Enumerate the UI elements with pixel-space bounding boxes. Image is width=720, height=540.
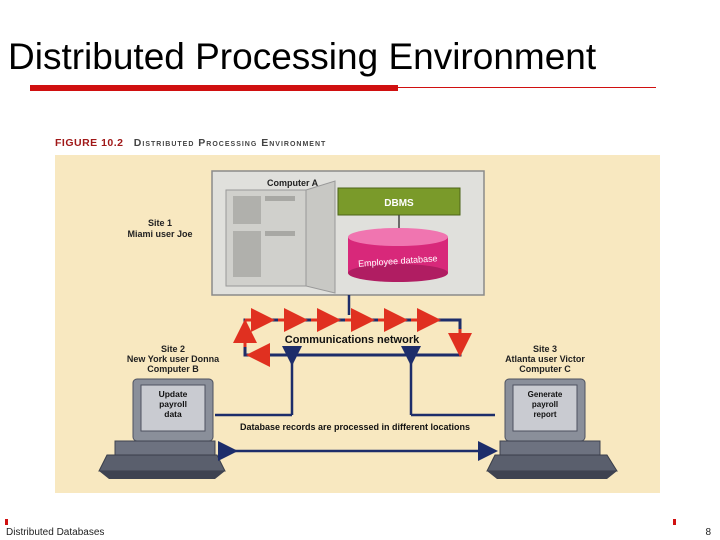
- title-underline-line: [398, 87, 656, 88]
- site3-label: Site 3: [533, 344, 557, 354]
- dbms-block: DBMS: [337, 187, 461, 216]
- figure-caption: Distributed Processing Environment: [133, 137, 327, 149]
- site1-label: Site 1: [148, 218, 172, 228]
- screen-c-line1: Generate: [528, 390, 563, 399]
- footer-title: Distributed Databases: [6, 527, 105, 538]
- screen-b-line1: Update: [159, 389, 188, 399]
- footer-mark-left: [5, 519, 8, 525]
- distributed-diagram: Computer A DBMS Employee database Site 1…: [98, 170, 618, 479]
- network-label: Communications network: [285, 334, 420, 346]
- screen-c-line3: report: [533, 410, 556, 419]
- communications-network: Communications network: [233, 308, 472, 367]
- screen-b-line3: data: [164, 409, 182, 419]
- site2-label: Site 2: [161, 344, 185, 354]
- computer-b-workstation: [98, 378, 226, 479]
- computer-a-label: Computer A: [267, 178, 319, 188]
- screen-c-line2: payroll: [532, 400, 558, 409]
- bottom-caption: Database records are processed in differ…: [240, 422, 470, 432]
- figure-header: FIGURE 10.2 Distributed Processing Envir…: [55, 133, 660, 155]
- footer-mark-right: [673, 519, 676, 525]
- site3-computer: Computer C: [519, 364, 571, 374]
- figure-panel: FIGURE 10.2 Distributed Processing Envir…: [55, 133, 660, 493]
- figure-number: FIGURE 10.2: [55, 137, 124, 149]
- dbms-label: DBMS: [384, 198, 414, 209]
- site2-computer: Computer B: [147, 364, 199, 374]
- slide-title: Distributed Processing Environment: [8, 36, 597, 77]
- site2-user: New York user Donna: [127, 354, 220, 364]
- title-underline-bar: [30, 85, 398, 91]
- computer-c-workstation: [486, 378, 618, 479]
- site3-user: Atlanta user Victor: [505, 354, 585, 364]
- employee-database: Employee database: [348, 228, 448, 282]
- site1-user: Miami user Joe: [127, 229, 192, 239]
- screen-b-line2: payroll: [159, 399, 187, 409]
- page-number: 8: [705, 527, 711, 538]
